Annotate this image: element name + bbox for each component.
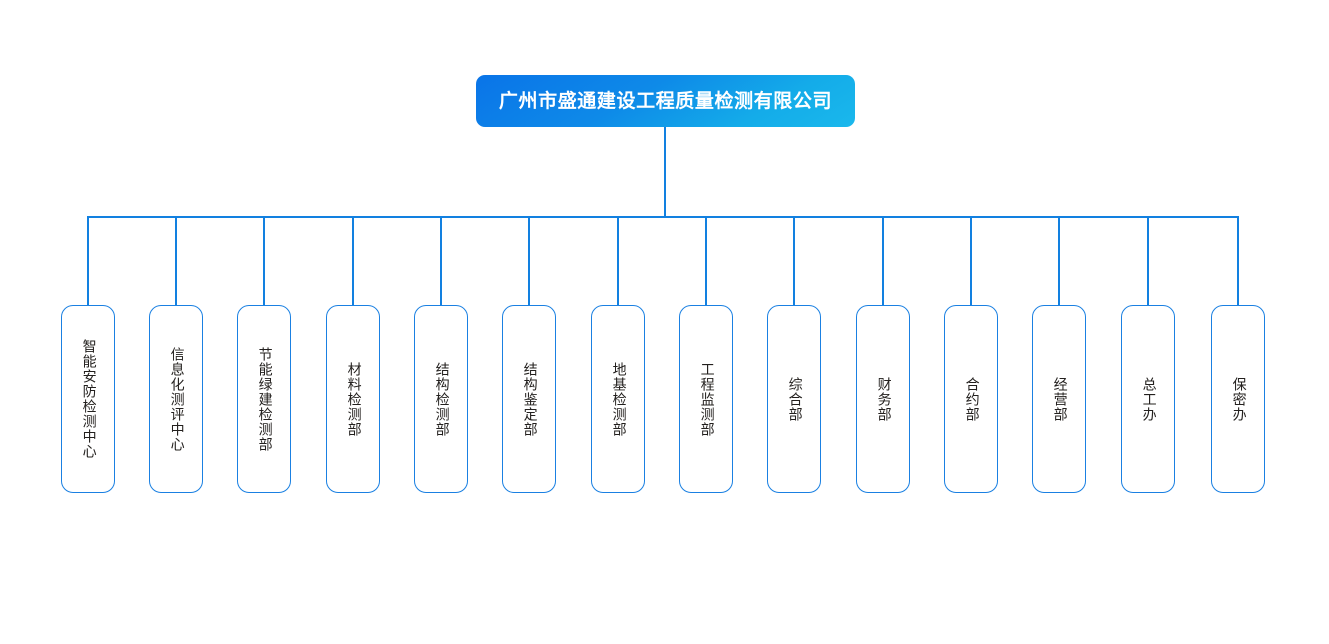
- department-node-label: 地基检测部: [610, 361, 627, 437]
- connector-drop-n3: [263, 216, 265, 305]
- department-node-n5[interactable]: 结构检测部: [414, 305, 468, 493]
- connector-drop-n11: [970, 216, 972, 305]
- department-node-label: 结构检测部: [433, 361, 450, 437]
- connector-horizontal-bus: [87, 216, 1239, 218]
- department-node-label: 智能安防检测中心: [80, 339, 97, 459]
- connector-trunk-vertical: [664, 127, 666, 217]
- department-node-n4[interactable]: 材料检测部: [326, 305, 380, 493]
- connector-drop-n10: [882, 216, 884, 305]
- department-node-label: 节能绿建检测部: [256, 346, 273, 452]
- connector-drop-n8: [705, 216, 707, 305]
- connector-drop-n5: [440, 216, 442, 305]
- connector-drop-n4: [352, 216, 354, 305]
- department-node-n14[interactable]: 保密办: [1211, 305, 1265, 493]
- connector-drop-n7: [617, 216, 619, 305]
- department-node-label: 保密办: [1230, 376, 1247, 422]
- department-node-n2[interactable]: 信息化测评中心: [149, 305, 203, 493]
- department-node-label: 结构鉴定部: [521, 361, 538, 437]
- department-node-n1[interactable]: 智能安防检测中心: [61, 305, 115, 493]
- department-node-label: 合约部: [963, 376, 980, 422]
- department-node-n10[interactable]: 财务部: [856, 305, 910, 493]
- department-node-label: 经营部: [1051, 376, 1068, 422]
- department-node-n9[interactable]: 综合部: [767, 305, 821, 493]
- connector-drop-n1: [87, 216, 89, 305]
- connector-drop-n13: [1147, 216, 1149, 305]
- department-node-n7[interactable]: 地基检测部: [591, 305, 645, 493]
- department-node-n3[interactable]: 节能绿建检测部: [237, 305, 291, 493]
- department-node-n11[interactable]: 合约部: [944, 305, 998, 493]
- connector-drop-n14: [1237, 216, 1239, 305]
- department-node-n6[interactable]: 结构鉴定部: [502, 305, 556, 493]
- department-node-n13[interactable]: 总工办: [1121, 305, 1175, 493]
- connector-drop-n9: [793, 216, 795, 305]
- department-node-label: 信息化测评中心: [168, 346, 185, 452]
- root-node-label: 广州市盛通建设工程质量检测有限公司: [498, 89, 833, 112]
- department-node-label: 材料检测部: [345, 361, 362, 437]
- connector-drop-n6: [528, 216, 530, 305]
- department-node-label: 工程监测部: [698, 361, 715, 437]
- department-node-label: 综合部: [786, 376, 803, 422]
- department-node-n8[interactable]: 工程监测部: [679, 305, 733, 493]
- department-node-label: 财务部: [875, 376, 892, 422]
- department-node-label: 总工办: [1140, 376, 1157, 422]
- connector-drop-n12: [1058, 216, 1060, 305]
- department-node-n12[interactable]: 经营部: [1032, 305, 1086, 493]
- root-node-company[interactable]: 广州市盛通建设工程质量检测有限公司: [476, 75, 855, 127]
- connector-drop-n2: [175, 216, 177, 305]
